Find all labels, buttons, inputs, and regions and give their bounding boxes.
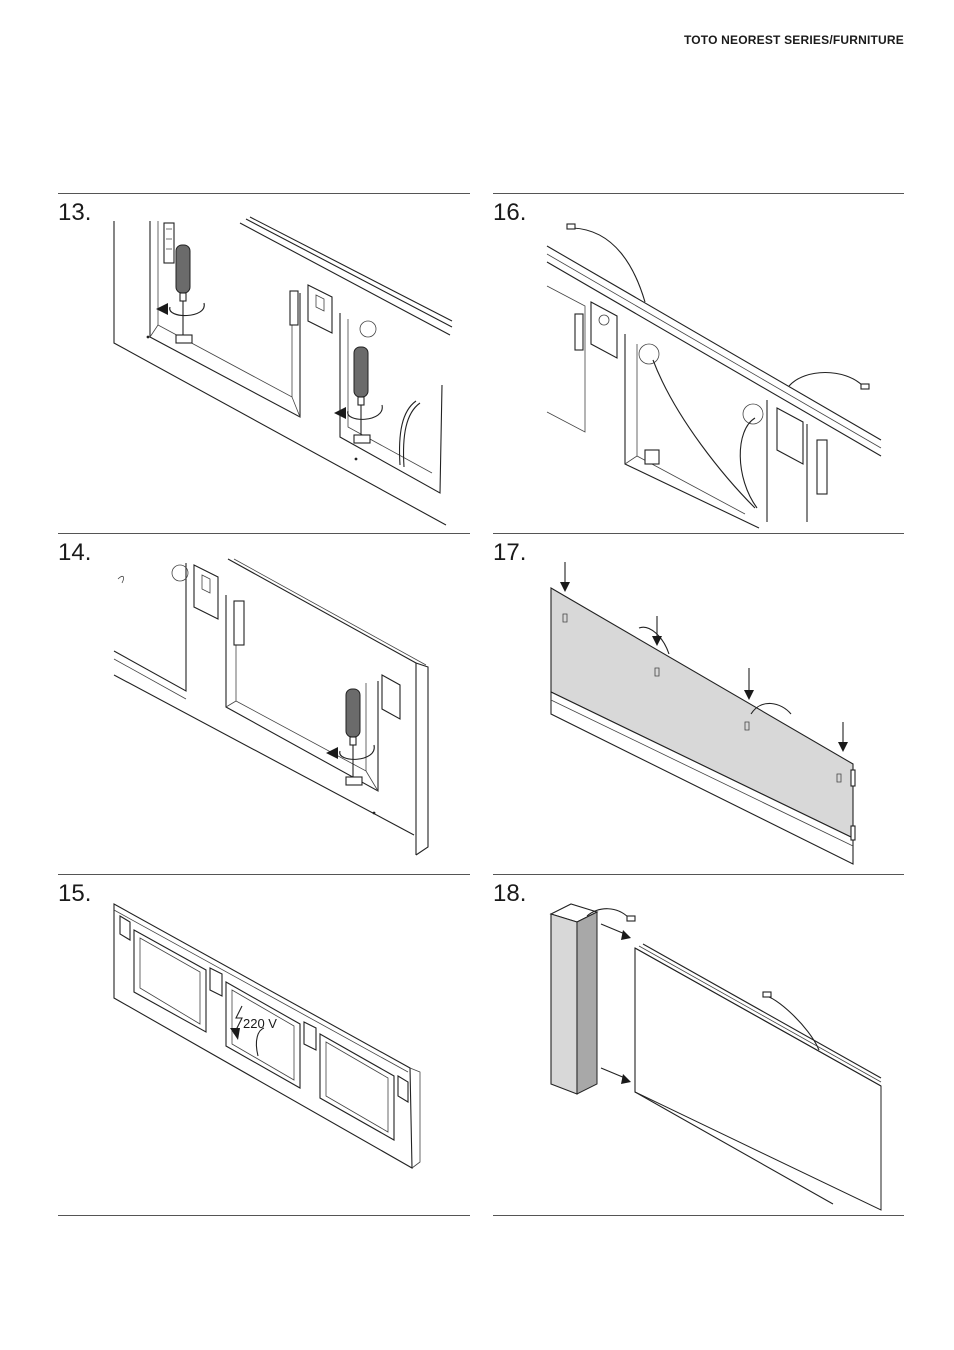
divider (493, 874, 904, 875)
document-header: TOTO NEOREST SERIES/FURNITURE (684, 33, 904, 47)
step-16-illustration (545, 218, 890, 528)
divider (493, 533, 904, 534)
screwdriver-icon (176, 245, 192, 343)
step-number-18: 18. (493, 880, 526, 908)
step-18-illustration (545, 900, 890, 1210)
step-number-13: 13. (58, 199, 91, 227)
down-arrow-icon (744, 668, 754, 700)
divider (58, 874, 470, 875)
divider (493, 1215, 904, 1216)
step-13-illustration (110, 215, 455, 525)
divider (58, 1215, 470, 1216)
step-15-illustration (110, 900, 430, 1170)
down-arrow-icon (560, 562, 570, 592)
rotate-arrow-icon (340, 745, 375, 759)
step-number-17: 17. (493, 539, 526, 567)
step-14-illustration (110, 555, 440, 865)
step-number-16: 16. (493, 199, 526, 227)
step-17-illustration (545, 558, 860, 868)
step-number-14: 14. (58, 539, 91, 567)
step-number-15: 15. (58, 880, 91, 908)
divider (58, 533, 470, 534)
divider (58, 193, 470, 194)
voltage-label: 220 V (243, 1016, 277, 1031)
rotate-arrow-icon (348, 405, 383, 419)
screwdriver-icon (346, 689, 362, 785)
down-arrow-icon (838, 722, 848, 752)
divider (493, 193, 904, 194)
rotate-arrow-icon (170, 303, 205, 316)
screwdriver-icon (354, 347, 370, 443)
